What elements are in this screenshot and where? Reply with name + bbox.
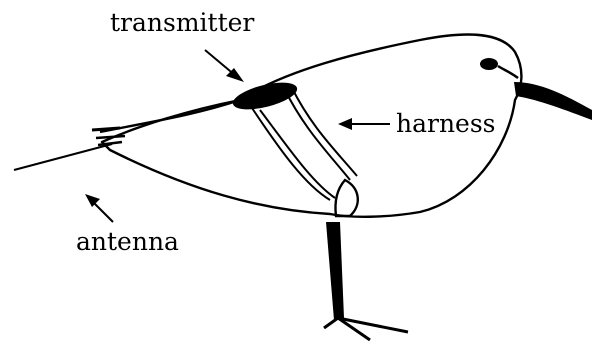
transmitter-device <box>230 77 299 114</box>
transmitter-label: transmitter <box>110 8 254 37</box>
bird-eye <box>480 58 498 70</box>
antenna-arrow <box>85 194 113 222</box>
bird-beak <box>514 82 592 120</box>
bird-thigh <box>335 180 357 216</box>
bird-leg <box>326 222 344 320</box>
harness-label: harness <box>396 109 496 138</box>
antenna-label: antenna <box>76 227 179 256</box>
transmitter-arrow <box>205 50 244 82</box>
antenna-wire <box>14 144 112 170</box>
bird-foot <box>324 318 408 340</box>
harness-arrow <box>338 118 390 130</box>
